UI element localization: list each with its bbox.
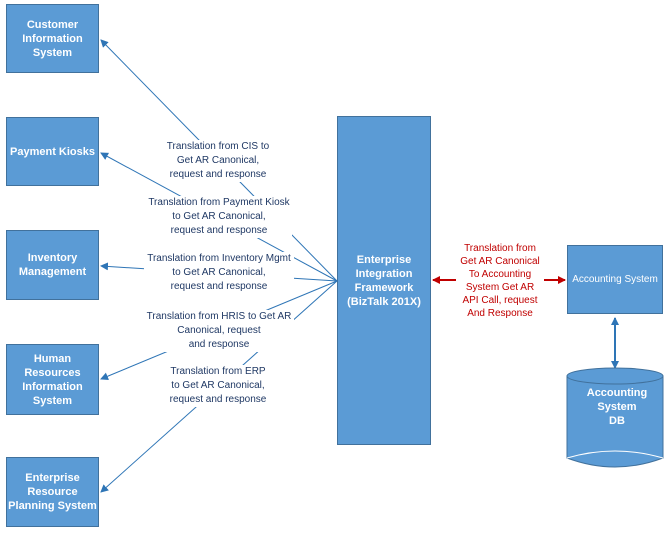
accounting-db-label: Accounting System DB bbox=[586, 387, 648, 427]
erp-box: Enterprise Resource Planning System bbox=[6, 457, 99, 527]
customer-information-system-box: Customer Information System bbox=[6, 4, 99, 73]
translation-label-erp: Translation from ERP to Get AR Canonical… bbox=[158, 365, 278, 407]
database-icon bbox=[566, 367, 664, 468]
hris-box: Human Resources Information System bbox=[6, 344, 99, 415]
payment-kiosks-box: Payment Kiosks bbox=[6, 117, 99, 186]
translation-label-payment-kiosks: Translation from Payment Kiosk to Get AR… bbox=[146, 196, 292, 238]
accounting-system-box: Accounting System bbox=[567, 245, 663, 314]
enterprise-integration-framework-box: Enterprise Integration Framework (BizTal… bbox=[337, 116, 431, 445]
translation-label-cis: Translation from CIS to Get AR Canonical… bbox=[158, 140, 278, 182]
translation-label-inventory: Translation from Inventory Mgmt to Get A… bbox=[144, 252, 294, 294]
translation-label-accounting: Translation from Get AR Canonical To Acc… bbox=[456, 242, 544, 320]
translation-label-hris: Translation from HRIS to Get AR Canonica… bbox=[144, 310, 294, 352]
inventory-management-box: Inventory Management bbox=[6, 230, 99, 300]
